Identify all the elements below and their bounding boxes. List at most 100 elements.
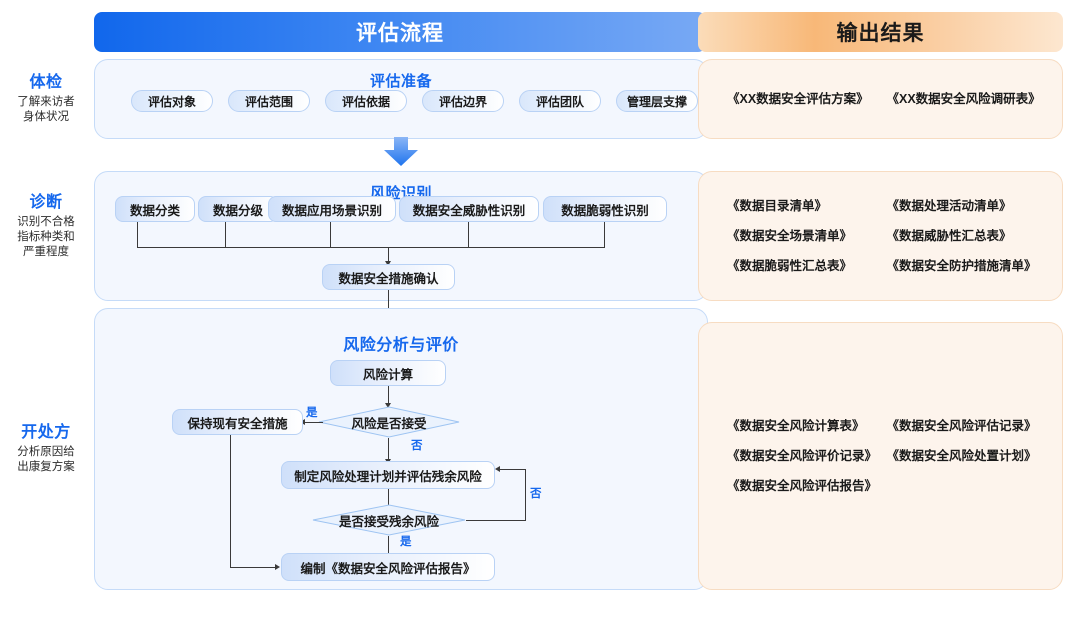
pill-assessment-team[interactable]: 评估团队 [519,90,601,112]
node-label: 风险计算 [362,367,413,382]
connector-h-keep-to-report [230,567,276,568]
connector-v [468,222,469,247]
node-keep-existing-measures[interactable]: 保持现有安全措施 [172,409,303,435]
stage-transition-arrow-icon [383,137,419,167]
output-panel-risk-analysis: 《数据安全风险计算表》 《数据安全风险评价记录》 《数据安全风险评估报告》 《数… [698,322,1063,590]
connector-v-keep-to-report [230,435,231,567]
pill-label: 管理层支撑 [626,94,687,109]
node-label: 数据分类 [129,203,180,218]
decision-label: 是否接受残余风险 [338,514,439,529]
connector-v [137,222,138,247]
node-risk-calculation[interactable]: 风险计算 [330,360,446,386]
node-data-security-threat-identification[interactable]: 数据安全威胁性识别 [399,196,539,222]
node-label: 数据脆弱性识别 [561,203,649,218]
rail-desc-1: 识别不合格指标种类和严重程度 [17,216,75,258]
connector-v-stage2-to-stage3 [388,290,389,318]
arrow-down-icon [385,261,391,266]
output-item: 《数据脆弱性汇总表》 [727,259,853,273]
rail-item-physical-exam: 体检 了解来访者身体状况 [0,68,92,125]
edge-label-no-1: 否 [411,440,423,452]
pill-assessment-basis[interactable]: 评估依据 [325,90,407,112]
connector-v [388,386,389,404]
output-item: 《数据安全风险处置计划》 [886,449,1037,463]
node-risk-treatment-plan[interactable]: 制定风险处理计划并评估残余风险 [281,461,495,489]
output-col-1: 《XX数据安全评估方案》 [713,84,881,114]
pill-assessment-boundary[interactable]: 评估边界 [422,90,504,112]
pill-management-support[interactable]: 管理层支撑 [616,90,698,112]
output-item: 《数据安全风险计算表》 [727,419,865,433]
output-item: 《数据安全风险评价记录》 [727,449,878,463]
connector-v [388,489,389,507]
output-col-1: 《数据目录清单》 《数据安全场景清单》 《数据脆弱性汇总表》 [713,191,881,281]
output-item: 《XX数据安全评估方案》 [727,92,869,106]
header-assessment-process: 评估流程 [94,12,706,52]
rail-item-diagnosis: 诊断 识别不合格指标种类和严重程度 [0,188,92,260]
rail-title-2: 开处方 [21,424,71,441]
connector-h-bus [137,247,605,248]
decision-accept-residual-risk[interactable]: 是否接受残余风险 [312,504,466,536]
output-col-2: 《数据处理活动清单》 《数据威胁性汇总表》 《数据安全防护措施清单》 [881,191,1049,281]
node-label: 数据安全威胁性识别 [412,203,526,218]
connector-h-loop [466,520,525,521]
output-item: 《数据处理活动清单》 [886,199,1012,213]
arrow-left-icon [495,465,500,472]
output-item: 《数据安全风险评估记录》 [886,419,1037,433]
node-label: 数据分级 [212,203,263,218]
node-data-application-scenario-identification[interactable]: 数据应用场景识别 [268,196,396,222]
output-item: 《数据安全风险评估报告》 [727,479,878,493]
output-col-1: 《数据安全风险计算表》 《数据安全风险评价记录》 《数据安全风险评估报告》 [713,411,881,501]
header-right-label: 输出结果 [836,22,925,45]
node-label: 保持现有安全措施 [187,416,288,431]
rail-desc-2: 分析原因给出康复方案 [17,446,75,473]
connector-v-loop [525,469,526,521]
connector-v [388,247,389,262]
node-label: 制定风险处理计划并评估残余风险 [294,469,482,484]
output-panel-preparation: 《XX数据安全评估方案》 《XX数据安全风险调研表》 [698,59,1063,139]
decision-label: 风险是否接受 [351,416,427,431]
node-data-classification[interactable]: 数据分类 [115,196,195,222]
rail-title-0: 体检 [29,74,63,91]
decision-risk-acceptable[interactable]: 风险是否接受 [318,406,460,438]
rail-desc-0: 了解来访者身体状况 [17,96,75,123]
connector-h-loop [500,469,526,470]
rail-item-prescription: 开处方 分析原因给出康复方案 [0,418,92,475]
connector-v [388,536,389,555]
node-compile-assessment-report[interactable]: 编制《数据安全风险评估报告》 [281,553,495,581]
connector-h [305,422,323,423]
pill-label: 评估范围 [244,94,293,109]
output-item: 《数据威胁性汇总表》 [886,229,1012,243]
pill-label: 评估对象 [147,94,196,109]
header-left-label: 评估流程 [356,22,444,45]
pill-assessment-object[interactable]: 评估对象 [131,90,213,112]
output-col-2: 《数据安全风险评估记录》 《数据安全风险处置计划》 [881,411,1049,501]
output-item: 《数据安全场景清单》 [727,229,853,243]
header-output-results: 输出结果 [698,12,1063,52]
pill-label: 评估团队 [535,94,584,109]
node-label: 编制《数据安全风险评估报告》 [300,561,476,576]
output-panel-risk-identification: 《数据目录清单》 《数据安全场景清单》 《数据脆弱性汇总表》 《数据处理活动清单… [698,171,1063,301]
connector-v [604,222,605,247]
output-item: 《XX数据安全风险调研表》 [886,92,1041,106]
node-data-security-measures-confirmation[interactable]: 数据安全措施确认 [322,264,455,290]
pill-assessment-scope[interactable]: 评估范围 [228,90,310,112]
node-data-vulnerability-identification[interactable]: 数据脆弱性识别 [543,196,667,222]
pill-label: 评估边界 [438,94,487,109]
output-item: 《数据安全防护措施清单》 [886,259,1037,273]
rail-title-1: 诊断 [29,194,63,211]
edge-label-yes-2: 是 [400,536,412,548]
edge-label-yes-1: 是 [306,407,318,419]
arrow-down-icon [385,403,391,408]
node-label: 数据应用场景识别 [281,203,382,218]
connector-v [225,222,226,247]
output-col-2: 《XX数据安全风险调研表》 [881,84,1049,114]
connector-v [388,438,389,460]
node-label: 数据安全措施确认 [338,271,439,286]
connector-v [330,222,331,247]
stage-title-preparation: 评估准备 [369,73,432,90]
edge-label-no-2: 否 [530,488,542,500]
stage-title-risk-analysis: 风险分析与评价 [343,337,459,354]
node-data-grading[interactable]: 数据分级 [198,196,278,222]
pill-label: 评估依据 [341,94,390,109]
output-item: 《数据目录清单》 [727,199,828,213]
